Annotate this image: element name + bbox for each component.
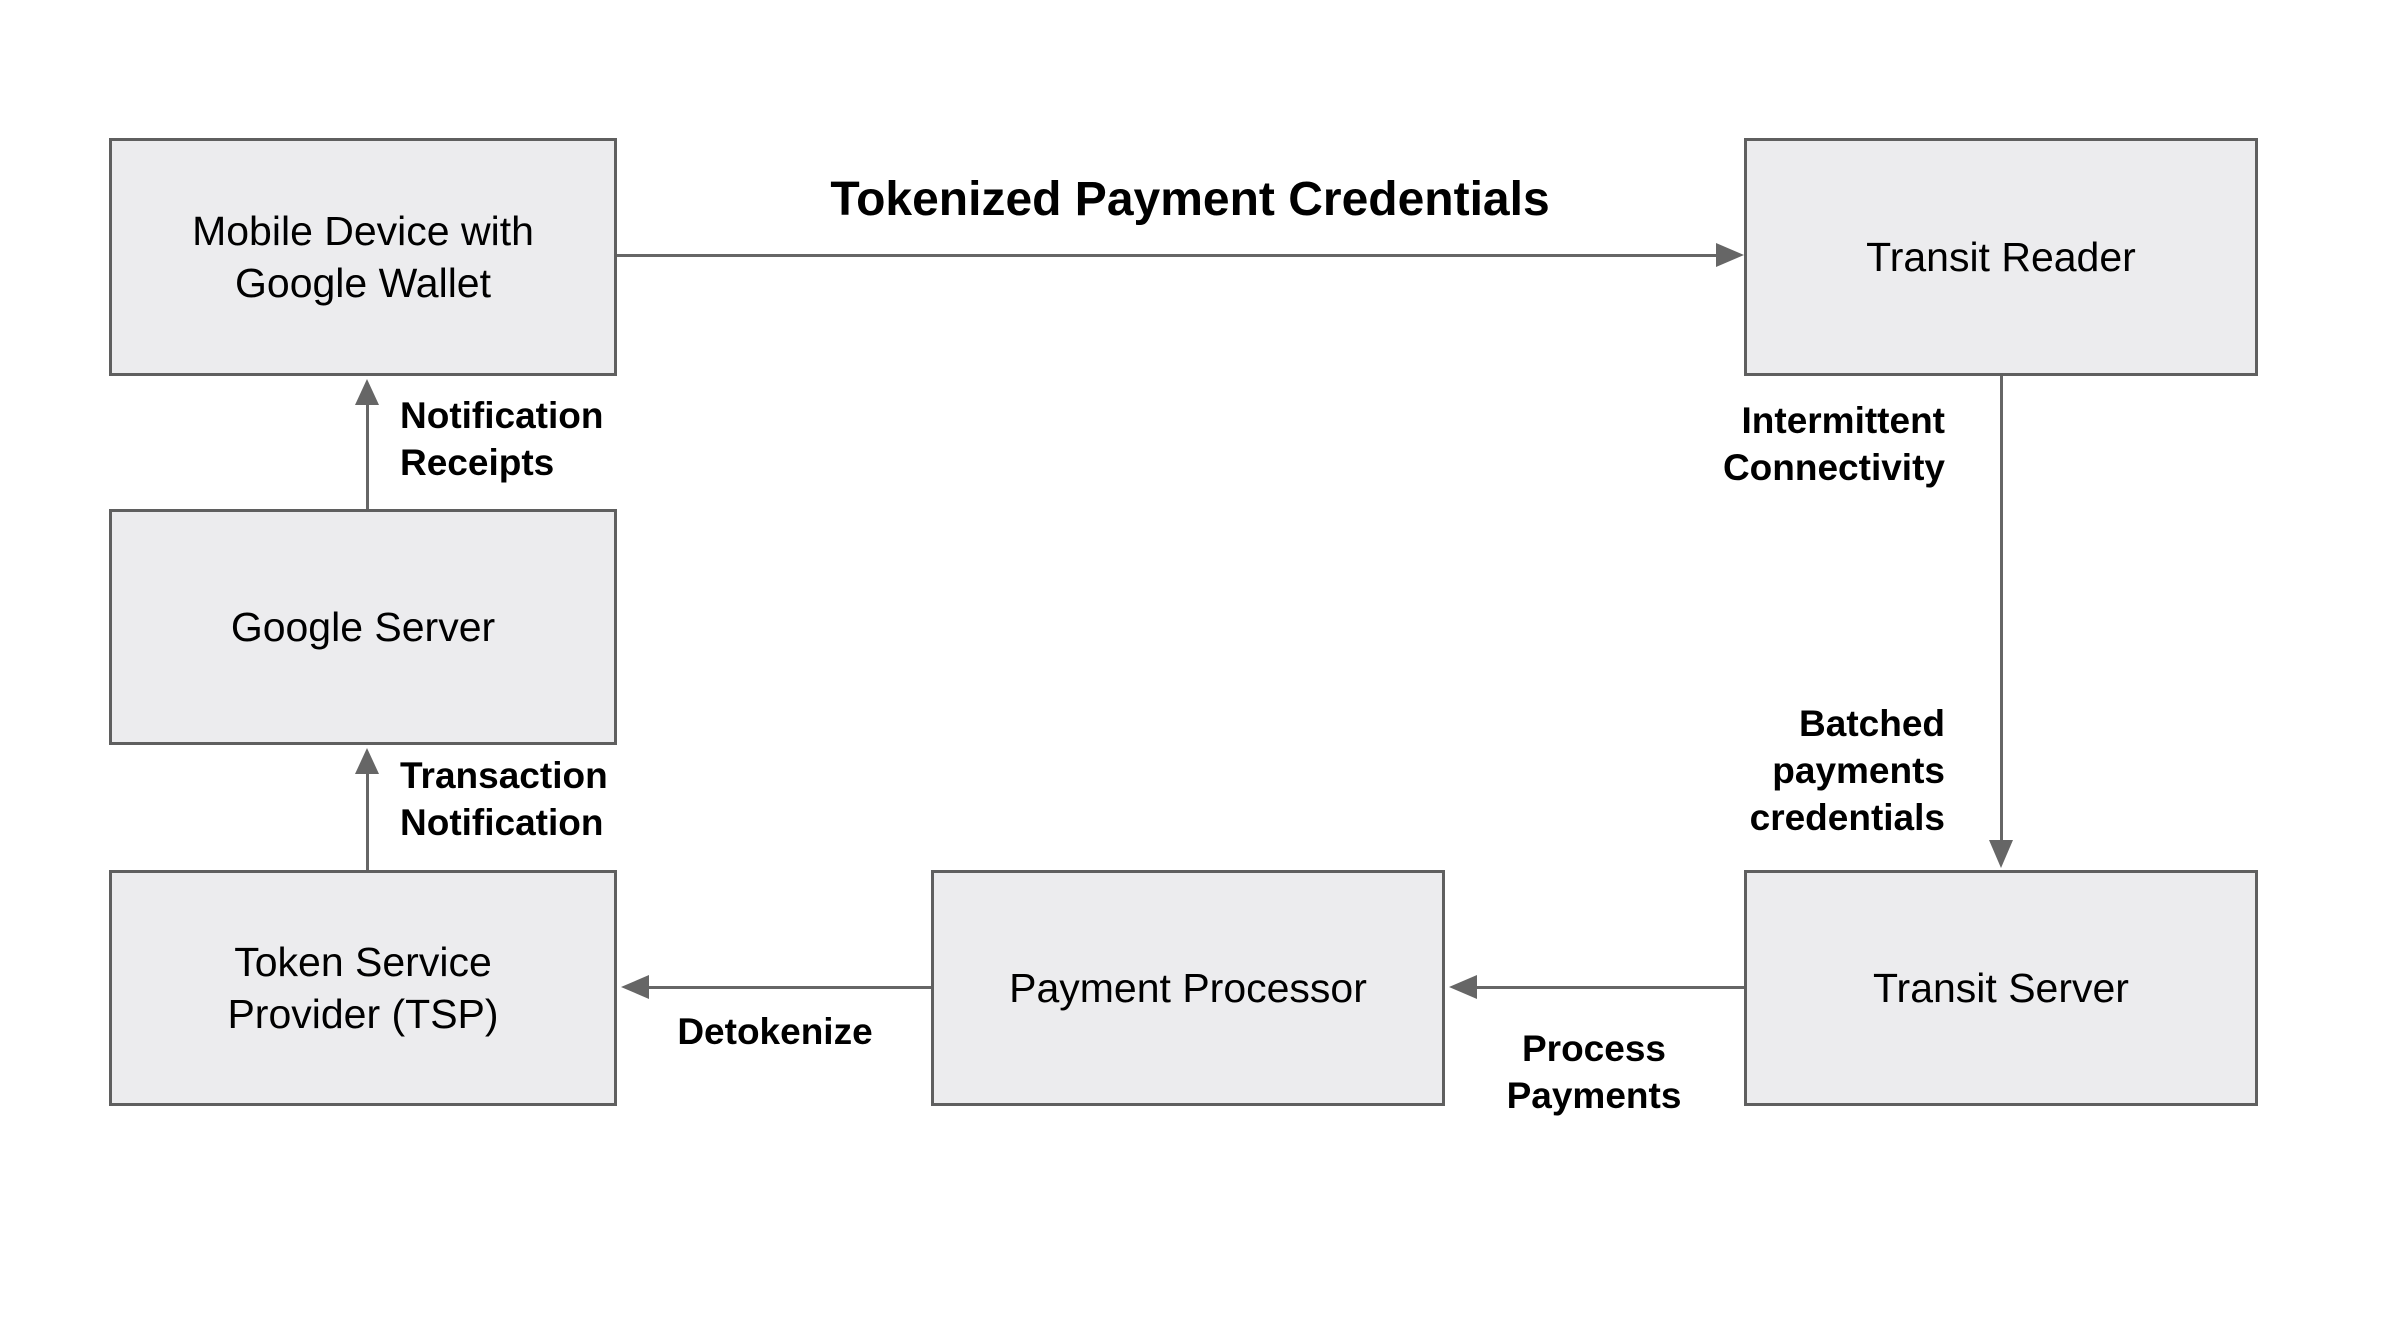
node-payment-processor: Payment Processor <box>931 870 1445 1106</box>
edge-label-process-payments: Process Payments <box>1506 1028 1682 1116</box>
arrow-process-payments-line <box>1477 986 1744 989</box>
edge-label-transaction-notification: Transaction Notification <box>400 755 608 843</box>
arrow-tokenized-credentials-line <box>617 254 1717 257</box>
arrow-notification-receipts-line <box>366 403 369 509</box>
arrow-transaction-notification-line <box>366 772 369 870</box>
arrowhead-left-icon <box>621 975 649 999</box>
edge-label-batched-payments-credentials: Batched payments credentials <box>1749 703 1945 838</box>
arrowhead-up-icon <box>355 748 379 774</box>
node-payment-processor-label: Payment Processor <box>1009 965 1367 1011</box>
arrowhead-down-icon <box>1989 840 2013 868</box>
node-transit-reader-label: Transit Reader <box>1866 234 2136 280</box>
node-mobile-device: Mobile Device with Google Wallet <box>109 138 617 376</box>
node-transit-server-label: Transit Server <box>1873 965 2129 1011</box>
arrowhead-right-icon <box>1716 243 1744 267</box>
node-google-server-label: Google Server <box>230 604 496 650</box>
arrowhead-left-icon <box>1449 975 1477 999</box>
edge-label-notification-receipts: Notification Receipts <box>400 395 604 483</box>
edge-label-detokenize: Detokenize <box>677 1011 873 1052</box>
node-transit-reader: Transit Reader <box>1744 138 2258 376</box>
node-token-service-provider: Token Service Provider (TSP) <box>109 870 617 1106</box>
node-google-server: Google Server <box>109 509 617 745</box>
arrowhead-up-icon <box>355 379 379 405</box>
arrow-reader-to-server-line <box>2000 376 2003 842</box>
node-mobile-device-label: Mobile Device with Google Wallet <box>192 208 534 306</box>
edge-label-tokenized-credentials: Tokenized Payment Credentials <box>830 173 1550 226</box>
edge-label-intermittent-connectivity: Intermittent Connectivity <box>1722 400 1945 488</box>
node-token-service-provider-label: Token Service Provider (TSP) <box>227 939 499 1037</box>
arrow-detokenize-line <box>649 986 931 989</box>
node-transit-server: Transit Server <box>1744 870 2258 1106</box>
